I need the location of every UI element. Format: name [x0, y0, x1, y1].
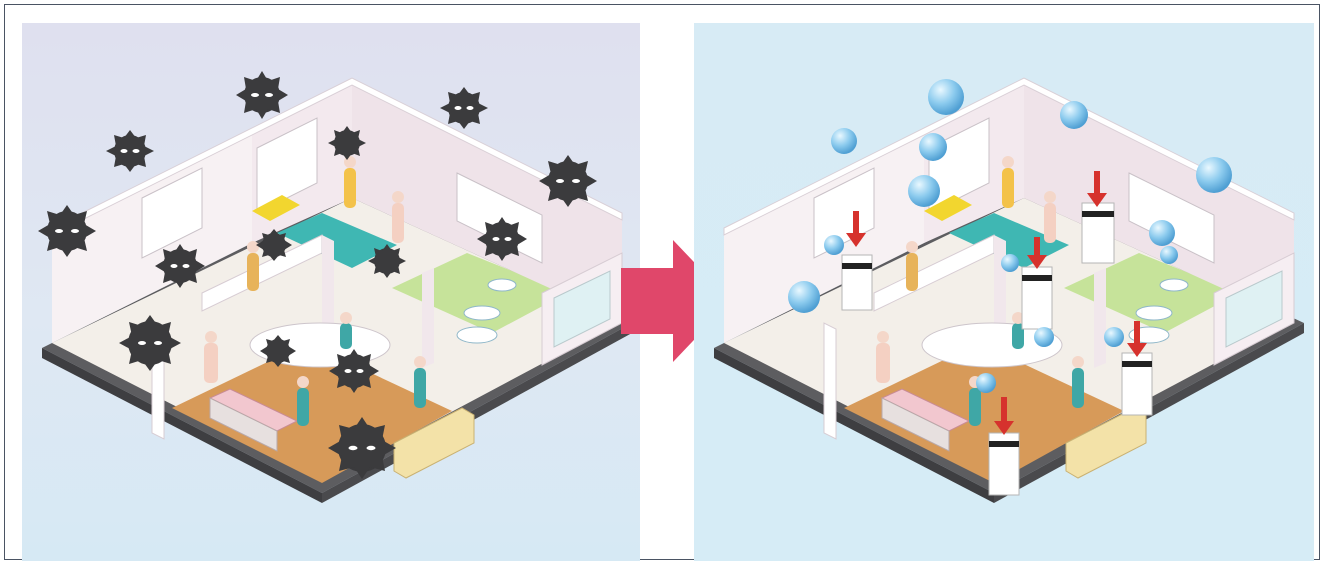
air-purifier-icon: [842, 255, 872, 310]
clean-air-bubble-icon: [976, 373, 996, 393]
clean-air-bubble-icon: [1060, 101, 1088, 129]
clean-air-bubble-icon: [831, 128, 857, 154]
illustration-frame: [4, 4, 1320, 560]
air-purifier-icon: [1122, 353, 1152, 415]
clean-air-bubble-icon: [1160, 246, 1178, 264]
clean-air-bubble-icon: [1104, 327, 1124, 347]
clean-air-bubble-icon: [919, 133, 947, 161]
air-purifier-icon: [989, 433, 1019, 495]
clean-air-bubble-icon: [928, 79, 964, 115]
virus-icon: [440, 87, 488, 129]
clean-air-bubble-icon: [1001, 254, 1019, 272]
clean-air-bubble-icon: [1034, 327, 1054, 347]
air-purifier-icon: [1082, 203, 1114, 263]
virus-icon: [236, 71, 288, 119]
clean-air-bubble-icon: [824, 235, 844, 255]
clean-air-bubble-icon: [908, 175, 940, 207]
air-purifier-icon: [1022, 267, 1052, 329]
facility-before-illustration: [22, 23, 640, 561]
after-panel: [694, 23, 1314, 561]
facility-after-illustration: [694, 23, 1314, 561]
virus-icon: [106, 130, 154, 172]
clean-air-bubble-icon: [788, 281, 820, 313]
before-panel: [22, 23, 640, 561]
clean-air-bubble-icon: [1196, 157, 1232, 193]
clean-air-bubble-icon: [1149, 220, 1175, 246]
